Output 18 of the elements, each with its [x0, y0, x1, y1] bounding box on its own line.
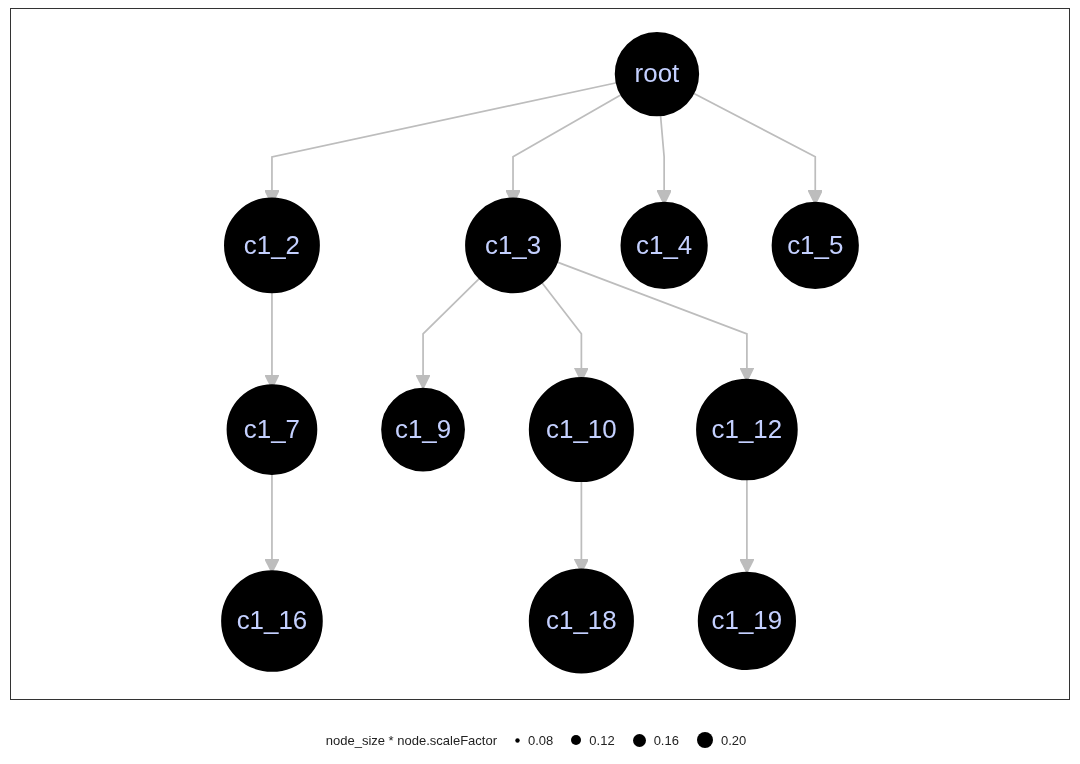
node-circle	[528, 377, 634, 483]
node-circle	[620, 201, 708, 289]
plot-frame: root c1_2 c1_3 c1_4 c1_5 c1_7 c1_9 c1_10 c1_12 c1_16 c1_18 c1_19	[10, 8, 1070, 700]
node-circle	[381, 387, 465, 472]
legend-label: 0.20	[720, 732, 747, 748]
node-circle	[224, 197, 320, 294]
node-circle	[465, 197, 561, 294]
node-circle	[696, 378, 798, 481]
legend-label: 0.12	[589, 732, 615, 748]
node-circle	[614, 31, 700, 117]
legend-label: 0.08	[528, 732, 554, 748]
node-circle	[697, 571, 796, 671]
legend-label: 0.16	[653, 732, 679, 748]
node-circle	[528, 568, 634, 674]
legend-title: node_size * node.scaleFactor	[325, 732, 497, 748]
node-circle	[221, 570, 323, 672]
node-circle	[771, 201, 859, 289]
node-circle	[226, 384, 318, 475]
